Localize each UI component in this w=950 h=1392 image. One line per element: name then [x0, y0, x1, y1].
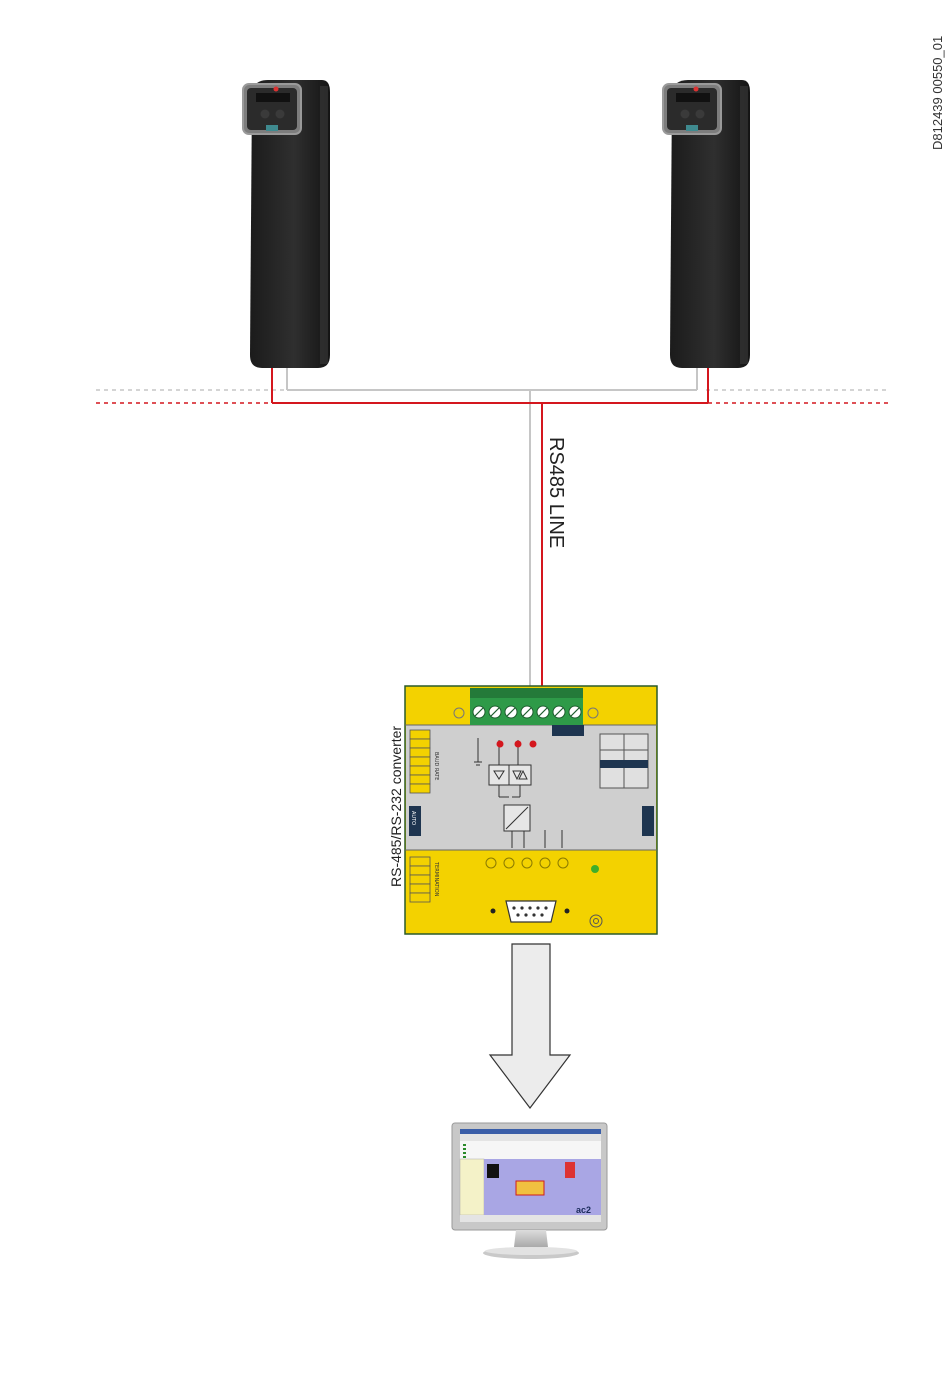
software-brand: ac2: [576, 1205, 591, 1215]
jumper-grid: [600, 734, 648, 788]
down-arrow-icon: [490, 944, 570, 1108]
termination-switch: [410, 857, 430, 902]
baud-rate-switch: [410, 730, 430, 793]
termination-label: TERMINATION: [433, 861, 439, 897]
converter-label: RS-485/RS-232 converter: [388, 726, 404, 887]
auto-label: AUTO: [410, 811, 416, 825]
rs485-bus: [96, 368, 888, 712]
reader-post-right: [663, 80, 750, 368]
rs485-rs232-converter: BAUD RATE AUTO: [405, 686, 657, 934]
status-led-icon: [591, 865, 599, 873]
rs485-line-label: RS485 LINE: [545, 437, 567, 548]
reader-post-left: [243, 80, 330, 368]
pc-monitor: ac2: [452, 1123, 607, 1259]
baud-rate-label: BAUD RATE: [433, 752, 439, 780]
drawing-code: D812439 00550_01: [930, 36, 945, 150]
